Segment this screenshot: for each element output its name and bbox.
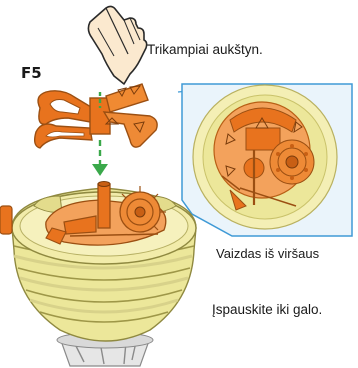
instruction-triangles-up: Trikampiai aukštyn. [147, 42, 263, 57]
step-label: F5 [21, 64, 42, 82]
propeller-part [35, 84, 157, 148]
pointing-hand-icon [88, 6, 146, 84]
dashed-down-arrow-icon [92, 140, 108, 176]
main-body [0, 182, 196, 367]
gear-mechanism [46, 182, 166, 246]
instruction-press-fully: Įspauskite iki galo. [212, 302, 322, 317]
caption-view-from-top: Vaizdas iš viršaus [216, 246, 319, 261]
top-view-callout [182, 84, 352, 236]
